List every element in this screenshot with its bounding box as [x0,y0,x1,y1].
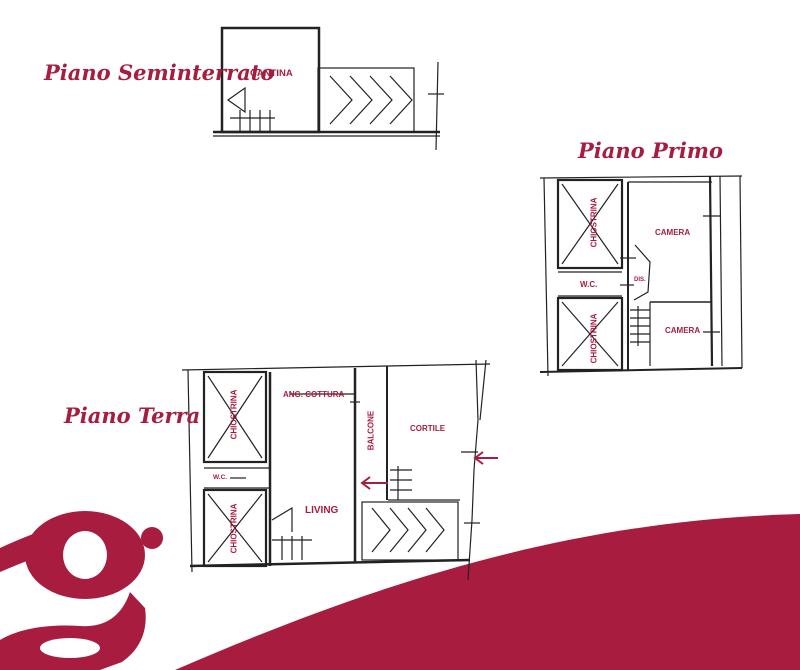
g-logo-icon [0,511,163,670]
room-label-living: LIVING [305,505,339,516]
plan-seminterrato [213,26,444,151]
room-label-wc: W.C. [213,474,228,481]
room-label-dis: DIS. [634,277,646,283]
room-label-ang-cottura: ANG. COTTURA [283,390,345,399]
room-label-cantina: CANTINA [250,68,293,79]
room-label-wc: W.C. [580,280,598,289]
room-label-camera-bottom: CAMERA [665,326,701,335]
room-label-chiostrina-bottom: CHIOSTRINA [589,313,599,364]
floor-title-seminterrato: Piano Seminterrato [44,60,275,85]
plan-primo [539,175,743,377]
arrow-icon [360,451,498,490]
room-label-balcone: BALCONE [366,410,376,451]
room-label-camera-top: CAMERA [655,228,691,237]
room-label-chiostrina-bottom: CHIOSTRINA [229,503,239,554]
plan-terra [181,359,491,581]
room-label-cortile: CORTILE [410,424,446,433]
floor-title-primo: Piano Primo [578,138,724,163]
room-label-chiostrina-top: CHIOSTRINA [229,389,239,440]
brand-wave [175,514,800,670]
floor-title-terra: Piano Terra [64,403,201,428]
room-label-chiostrina-top: CHIOSTRINA [589,197,599,248]
